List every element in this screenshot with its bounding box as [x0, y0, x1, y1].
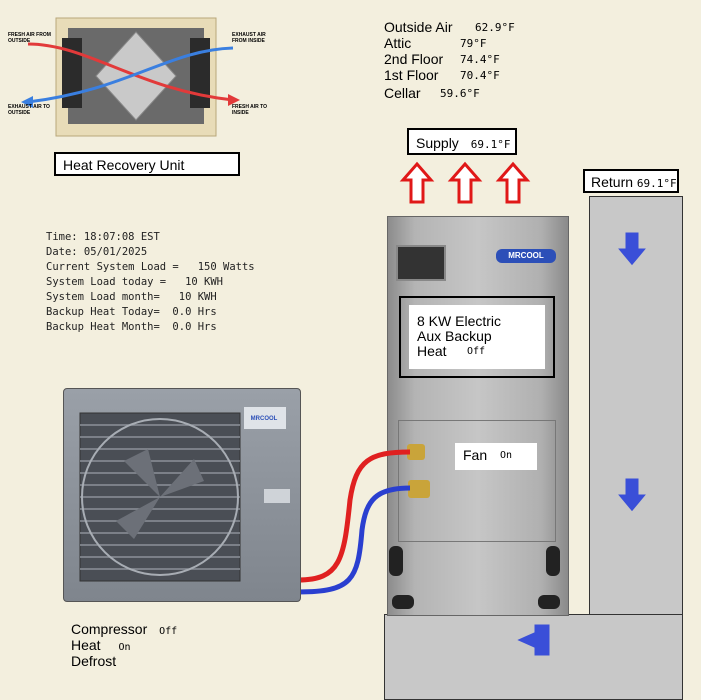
- status-backup-month: Backup Heat Month= 0.0 Hrs: [46, 321, 217, 333]
- temp-attic: Attic 79°F: [384, 35, 487, 51]
- compressor-status: Compressor Off: [71, 621, 178, 637]
- status-load: Current System Load = 150 Watts: [46, 261, 255, 273]
- status-time: Time: 18:07:08 EST: [46, 231, 160, 243]
- handler-foot: [546, 546, 560, 576]
- hru-tag-fresh-in: FRESH AIR FROM OUTSIDE: [8, 32, 51, 44]
- status-load-today: System Load today = 10 KWH: [46, 276, 224, 288]
- aux-heat-panel-frame: [399, 296, 555, 378]
- down-arrow-icon: [615, 477, 649, 513]
- brand-badge: MRCOOL: [496, 249, 556, 263]
- aux-heat-state: Off: [467, 346, 486, 357]
- valve-icon: [408, 480, 430, 498]
- down-arrow-icon: [615, 231, 649, 267]
- status-load-month: System Load month= 10 KWH: [46, 291, 217, 303]
- hru-tag-exhaust-in: EXHAUST AIR FROM INSIDE: [232, 32, 266, 44]
- status-date: Date: 05/01/2025: [46, 246, 148, 258]
- temp-1st-floor: 1st Floor 70.4°F: [384, 67, 500, 83]
- return-arrows: [465, 231, 649, 668]
- hru-tag-exhaust-out: EXHAUST AIR TO OUTSIDE: [8, 104, 50, 116]
- temp-outside-air: Outside Air 62.9°F: [384, 19, 515, 35]
- handler-foot: [392, 595, 414, 609]
- supply-arrow-icon: [399, 161, 531, 204]
- return-box: Return 69.1°F: [583, 169, 679, 193]
- refrigerant-lines: [297, 449, 411, 595]
- hru-label: Heat Recovery Unit: [54, 152, 240, 176]
- handler-lower-panel: [398, 420, 556, 542]
- heat-status: Heat On: [71, 637, 131, 653]
- temp-cellar: Cellar 59.6°F: [384, 85, 480, 101]
- defrost-status: Defrost: [71, 653, 117, 669]
- aux-heat-panel: 8 KW Electric Aux Backup Heat Off: [409, 305, 545, 369]
- supply-arrows: [399, 161, 531, 204]
- handler-foot: [389, 546, 403, 576]
- outdoor-condenser-unit: [63, 388, 301, 602]
- air-handler-unit: [387, 216, 569, 616]
- left-arrow-icon: [514, 623, 551, 657]
- status-backup-today: Backup Heat Today= 0.0 Hrs: [46, 306, 217, 318]
- heat-recovery-unit-image: [8, 10, 258, 140]
- air-handler-vent: [396, 245, 446, 281]
- supply-box: Supply 69.1°F: [407, 128, 517, 155]
- return-duct-vertical: [589, 196, 683, 621]
- outdoor-brand-badge: MRCOOL: [250, 416, 278, 422]
- fan-status: Fan On: [455, 443, 537, 470]
- temp-2nd-floor: 2nd Floor 74.4°F: [384, 51, 500, 67]
- handler-foot: [538, 595, 560, 609]
- valve-icon: [407, 444, 425, 460]
- hru-tag-fresh-out: FRESH AIR TO INSIDE: [232, 104, 268, 116]
